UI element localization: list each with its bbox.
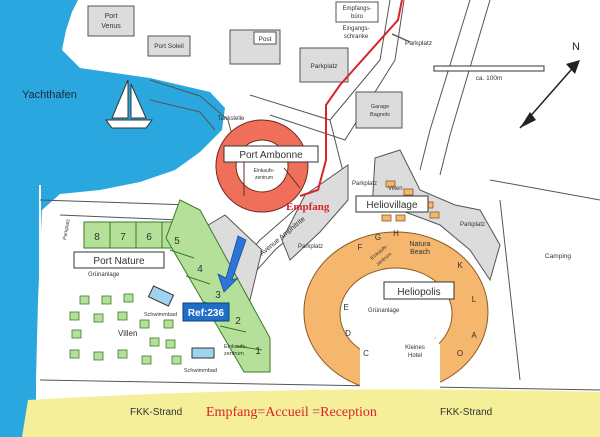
empfangsbuero-label-2: büro — [351, 14, 364, 20]
reception-banner: Empfang=Accueil =Reception — [206, 405, 377, 420]
block-letter-H: H — [393, 229, 399, 238]
post-label: Post — [258, 36, 271, 43]
port-soleil: Port Soleil — [147, 35, 191, 57]
parkplatz-hv-right: Parkplatz — [460, 222, 485, 228]
block-number-4: 4 — [197, 264, 203, 275]
port-nature-block-numbers: 8 7 6 5 4 3 2 1 — [94, 232, 261, 357]
heliopolis-label: Heliopolis — [397, 287, 440, 298]
reception-route — [299, 0, 403, 197]
empfang-label: Empfang — [286, 201, 330, 213]
port-venus-label-2: Venus — [101, 23, 121, 30]
block-number-6: 6 — [146, 232, 152, 243]
pool-icon-2 — [191, 347, 215, 359]
villas-nature — [69, 293, 182, 365]
block-number-5: 5 — [174, 236, 180, 247]
location-arrow-icon — [217, 235, 247, 293]
port-ambonne-label: Port Ambonne — [239, 150, 303, 161]
harbour-piers — [39, 33, 121, 430]
heliovillage: Villen Heliovillage Parkplatz Parkplatz … — [298, 180, 485, 250]
block-letter-E: E — [343, 303, 348, 312]
port-venus: Port Venus — [87, 5, 135, 37]
port-nature: 8 7 6 5 4 3 2 1 Port Nature Grünanlage — [73, 199, 271, 373]
north-label: N — [572, 41, 580, 53]
natura-beach-label-1: Natura — [409, 241, 430, 248]
block-number-1: 1 — [255, 346, 261, 357]
heliopolis-block-letters: F G H K L AO C D E — [343, 229, 477, 358]
parkplatz-top-label: Parkplatz — [405, 40, 432, 47]
block-letter-L: L — [472, 295, 477, 304]
parkplatz-mid-label: Parkplatz — [310, 63, 337, 70]
hotel-label-2: Hotel — [408, 353, 422, 359]
parkplatz-nature-label: Parkplatz — [62, 218, 72, 240]
block-number-8: 8 — [94, 232, 100, 243]
garage-label-1: Garage — [371, 104, 389, 110]
gruenanlage-nature-label: Grünanlage — [88, 272, 120, 278]
block-number-2: 2 — [235, 316, 241, 327]
port-soleil-label: Port Soleil — [154, 43, 184, 50]
hotel-label-1: Kleines — [405, 345, 425, 351]
ekz-top-label-2: zentrum — [255, 175, 273, 181]
block-number-3: 3 — [215, 290, 221, 301]
parkplatz-hv-left: Parkplatz — [352, 181, 377, 187]
schwimmbad-1-label: Schwimmbad — [144, 312, 177, 318]
yachthafen-label: Yachthafen — [22, 89, 77, 101]
heliopolis: Natura Beach Einkaufs- zentrum Heliopoli… — [303, 229, 489, 400]
block-letter-K: K — [457, 261, 463, 270]
post: Post — [253, 31, 277, 45]
fkk-strand-left: FKK-Strand — [130, 407, 182, 418]
port-ambonne: Tankstelle Port Ambonne Einkaufs- zentru… — [215, 116, 319, 213]
eingangsschranke: Eingangs- schranke — [342, 26, 369, 40]
sea — [0, 0, 225, 437]
block-number-7: 7 — [120, 232, 126, 243]
port-venus-label-1: Port — [105, 13, 118, 20]
barrier-icon — [391, 33, 411, 43]
block-letter-D: D — [345, 329, 351, 338]
tankstelle-label: Tankstelle — [218, 116, 245, 122]
beach — [22, 389, 600, 437]
ref-badge: Ref:236 — [182, 302, 230, 322]
villen-helio-label: Villen — [388, 186, 403, 192]
gruenanlage-helio-label: Grünanlage — [368, 308, 400, 314]
eingangsschranke-label-2: schranke — [344, 34, 369, 40]
villen-nature-label: Villen — [118, 329, 137, 338]
ekz-top-label-1: Einkaufs- — [254, 168, 275, 174]
schwimmbad-2-label: Schwimmbad — [184, 368, 217, 374]
scale-bar: ca. 100m — [433, 65, 545, 82]
pool-icon — [147, 285, 175, 307]
natura-beach-label-2: Beach — [410, 249, 430, 256]
eingangsschranke-label-1: Eingangs- — [342, 26, 369, 32]
parkplatz-left-label: Parkplatz — [298, 244, 323, 250]
port-nature-label: Port Nature — [93, 256, 145, 267]
sailboat-icon — [105, 79, 153, 129]
empfangsbuero-label-1: Empfangs- — [342, 6, 371, 12]
ref-label: Ref:236 — [188, 308, 225, 319]
heliovillage-label: Heliovillage — [366, 200, 418, 211]
ekz-bottom-label-1: Einkaufs- — [224, 344, 247, 350]
fkk-strand-right: FKK-Strand — [440, 407, 492, 418]
empfangsbuero: Empfangs- büro — [335, 1, 379, 23]
block-letter-C: C — [363, 349, 369, 358]
block-letter-O: O — [457, 349, 463, 358]
ekz-bottom-label-2: zentrum — [224, 351, 244, 357]
block-letter-A: A — [471, 331, 477, 340]
scale-label: ca. 100m — [476, 75, 503, 82]
block-letter-F: F — [358, 243, 363, 252]
camping-label: Camping — [545, 253, 571, 260]
block-letter-G: G — [375, 233, 381, 242]
garage-label-2: Bagnols — [370, 112, 390, 118]
north-arrow-icon: N — [519, 41, 580, 129]
